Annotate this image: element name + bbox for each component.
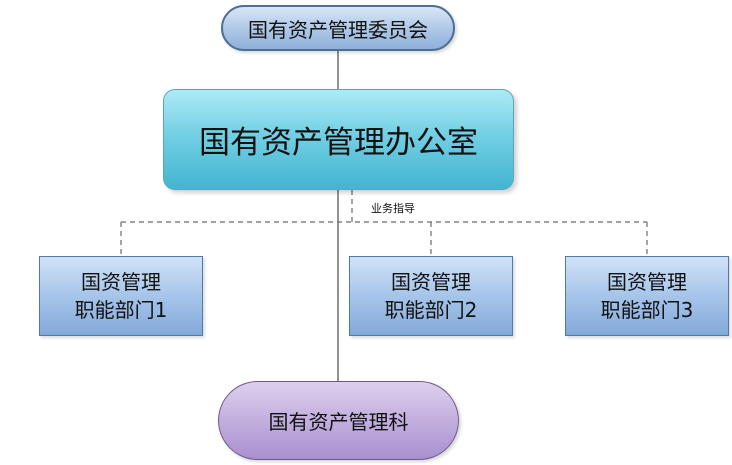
- state-assets-section: 国有资产管理科: [218, 381, 459, 460]
- state-assets-committee-label: 国有资产管理委员会: [248, 17, 428, 42]
- department-3: 国资管理 职能部门3: [565, 256, 729, 336]
- department-3-line-2: 职能部门3: [600, 298, 694, 322]
- department-3-line-1: 国资管理: [607, 270, 687, 294]
- department-2: 国资管理 职能部门2: [349, 256, 513, 336]
- business-guidance-label: 业务指导: [371, 202, 415, 215]
- state-assets-section-label: 国有资产管理科: [268, 410, 409, 434]
- department-1-line-2: 职能部门1: [74, 298, 168, 322]
- department-2-line-2: 职能部门2: [384, 298, 478, 322]
- department-1: 国资管理 职能部门1: [39, 256, 203, 336]
- state-assets-office-label: 国有资产管理办公室: [199, 125, 478, 161]
- state-assets-office: 国有资产管理办公室: [163, 89, 514, 190]
- department-1-line-1: 国资管理: [81, 270, 161, 294]
- state-assets-committee: 国有资产管理委员会: [221, 5, 455, 51]
- department-2-line-1: 国资管理: [391, 270, 471, 294]
